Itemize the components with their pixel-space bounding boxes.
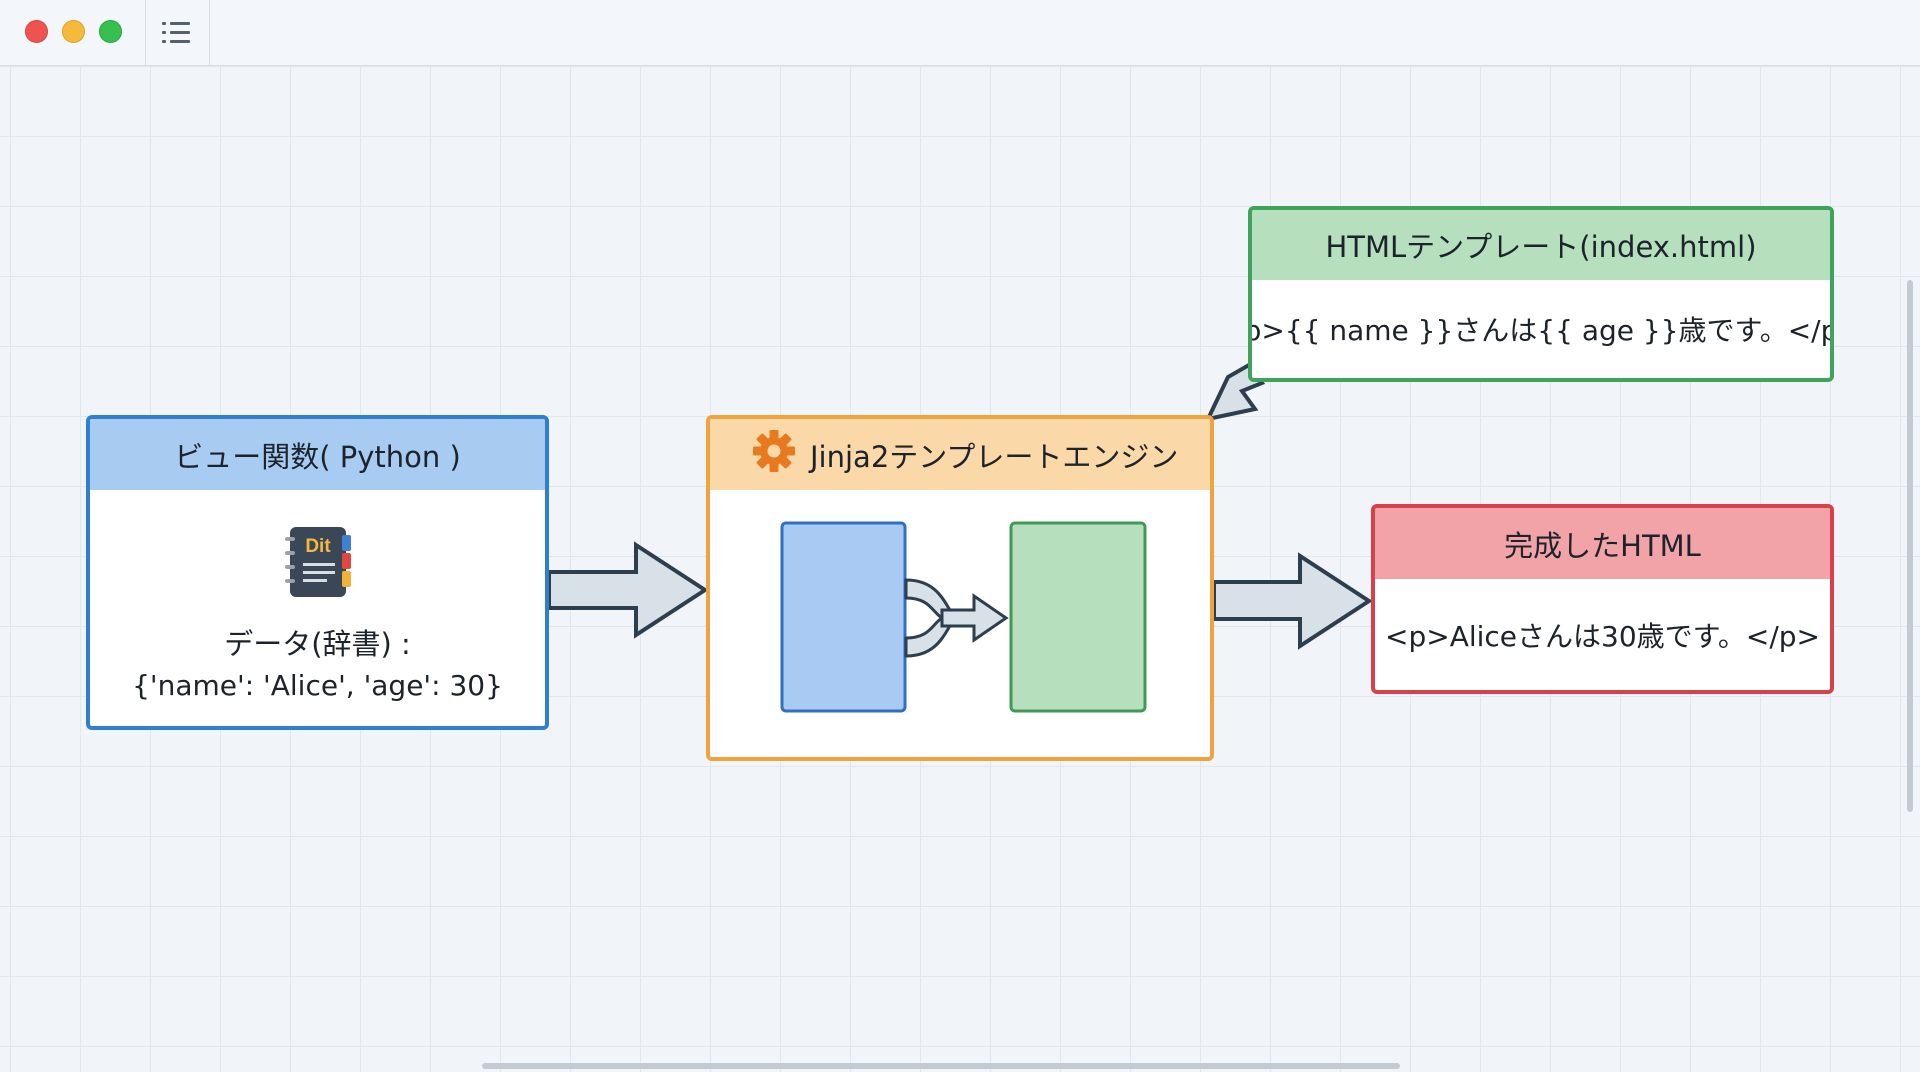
engine-title: Jinja2テンプレートエンジン <box>810 439 1179 474</box>
merge-arrow-head <box>940 593 1009 643</box>
html-template-node[interactable]: HTMLテンプレート(index.html) <p>{{ name }}さんは{… <box>1248 206 1834 382</box>
view-function-node[interactable]: ビュー関数( Python ) Dit データ(辞書) : {' <box>86 415 549 730</box>
data-value: {'name': 'Alice', 'age': 30} <box>132 668 503 702</box>
result-code: <p>Aliceさんは30歳です。</p> <box>1385 619 1820 653</box>
list-icon[interactable] <box>160 18 192 48</box>
merge-arrow <box>904 578 958 658</box>
svg-text:Dit: Dit <box>305 536 331 557</box>
template-engine-node[interactable]: Jinja2テンプレートエンジン <box>706 415 1214 761</box>
window-titlebar <box>0 0 1920 66</box>
view-function-title: ビュー関数( Python ) <box>90 419 545 490</box>
maximize-button[interactable] <box>99 20 122 43</box>
rendered-output-block <box>1009 521 1147 713</box>
result-title: 完成したHTML <box>1375 508 1830 579</box>
vertical-scrollbar[interactable] <box>1907 280 1913 812</box>
template-title: HTMLテンプレート(index.html) <box>1252 210 1830 280</box>
arrow-engine-to-result <box>1212 552 1373 650</box>
template-code: <p>{{ name }}さんは{{ age }}歳です。</p> <box>1248 314 1834 347</box>
close-button[interactable] <box>25 20 48 43</box>
minimize-button[interactable] <box>62 20 85 43</box>
notebook-icon: Dit <box>278 521 358 605</box>
arrow-view-to-engine <box>547 541 709 639</box>
rendered-html-node[interactable]: 完成したHTML <p>Aliceさんは30歳です。</p> <box>1371 504 1834 694</box>
template-input-block <box>780 521 907 713</box>
titlebar-divider <box>209 0 210 66</box>
titlebar-divider <box>145 0 146 66</box>
data-label: データ(辞書) : <box>224 626 411 661</box>
gear-icon <box>752 429 796 480</box>
horizontal-scrollbar[interactable] <box>482 1063 1400 1069</box>
engine-illustration <box>710 490 1210 757</box>
